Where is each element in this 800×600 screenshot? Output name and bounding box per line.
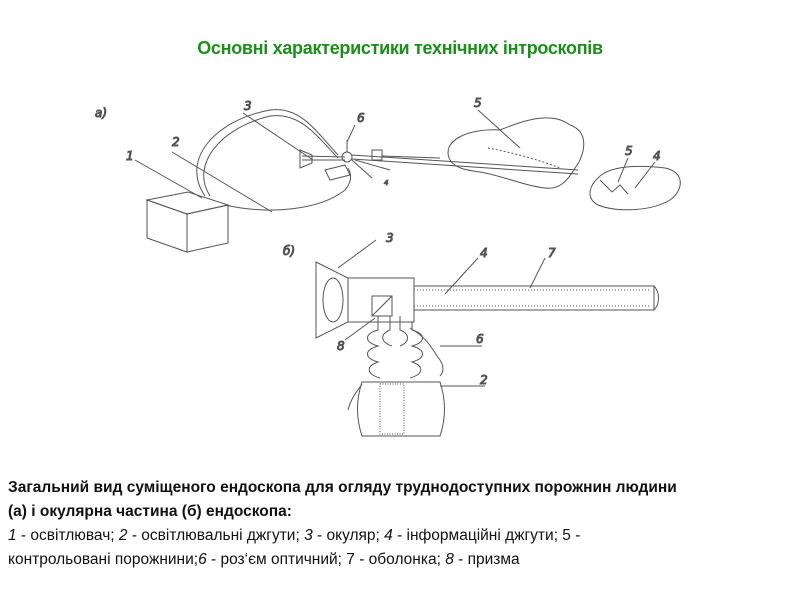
leader-line-4b: [634, 161, 656, 189]
legend-text-6: - роз‘єм оптичний; 7 - оболонка;: [206, 551, 446, 568]
legend-num-1: 1: [8, 527, 17, 544]
corrugated-guide: [367, 316, 381, 379]
figure-caption: Загальний вид суміщеного ендоскопа для о…: [8, 476, 788, 572]
page-title: Основні характеристики технічних інтроск…: [197, 38, 603, 58]
leader-line-5b: [617, 157, 629, 183]
leader-line-3: [242, 112, 314, 161]
legend-num-2: 2: [118, 527, 128, 544]
fig-b-label-4: 4: [480, 246, 488, 260]
legend-text-4: - інформаційні джгути; 5 -: [392, 527, 581, 544]
fig-a-label-5b: 5: [625, 144, 633, 158]
leader-line-b7: [529, 257, 546, 289]
endoscope-tube: [351, 154, 579, 171]
legend-text-3: - окуляр;: [312, 527, 385, 544]
leader-line-b4: [444, 257, 479, 295]
legend-text-2: - освітлювальні джгути;: [127, 527, 305, 544]
separate-cavity: [589, 165, 681, 211]
leader-line-b3: [337, 239, 377, 269]
fig-a-label-1: 1: [126, 149, 134, 163]
eyepiece-a: [299, 149, 313, 169]
fig-a-label-3: 3: [244, 99, 252, 113]
fig-a-label-4-small: 4: [384, 179, 388, 187]
fig-a-label-5: 5: [474, 96, 482, 110]
caption-heading-1: Загальний вид суміщеного ендоскопа для о…: [8, 479, 677, 496]
fig-b-label-2: 2: [480, 373, 488, 387]
leader-line-6: [346, 124, 356, 143]
leader-line-1: [134, 159, 203, 199]
leader-line-b8: [344, 317, 376, 341]
figure-a-label: а): [95, 106, 107, 120]
leader-line-5: [477, 109, 521, 149]
lower-cable: [357, 381, 445, 437]
outer-shell: [413, 285, 655, 311]
light-guide-cable-2: [203, 115, 339, 197]
eyepiece-b: [315, 261, 415, 339]
legend-num-8: 8: [445, 551, 454, 568]
leader-line-2: [171, 151, 273, 213]
legend-text-8: - призма: [453, 551, 520, 568]
fig-a-label-6: 6: [357, 111, 365, 125]
light-source-box: [145, 191, 230, 253]
legend-num-3: 3: [304, 527, 313, 544]
fig-a-label-2: 2: [172, 135, 180, 149]
legend-text-5: контрольовані порожнини;: [8, 551, 199, 568]
prism: [371, 295, 393, 317]
caption-legend-line-2: контрольовані порожнини;6 - роз‘єм оптич…: [8, 548, 788, 572]
caption-legend-line-1: 1 - освітлювач; 2 - освітлювальні джгути…: [8, 524, 788, 548]
fig-b-label-6: 6: [476, 332, 484, 346]
fig-b-label-8: 8: [337, 339, 345, 353]
legend-num-6: 6: [198, 551, 207, 568]
caption-heading-2: (а) і окулярна частина (б) ендоскопа:: [8, 503, 292, 520]
endoscope-diagram: а) 1 2 3 6 4: [95, 96, 681, 437]
legend-num-4: 4: [384, 527, 393, 544]
figure-b-label: б): [283, 244, 295, 258]
fig-b-label-7: 7: [548, 246, 556, 260]
body-cavity: [447, 117, 585, 189]
light-guide-cable: [196, 109, 339, 197]
legend-text-1: - освітлювач;: [16, 527, 119, 544]
light-guide-cable-3: [224, 167, 352, 211]
fig-a-label-4: 4: [653, 149, 661, 163]
fig-b-label-3: 3: [386, 231, 394, 245]
